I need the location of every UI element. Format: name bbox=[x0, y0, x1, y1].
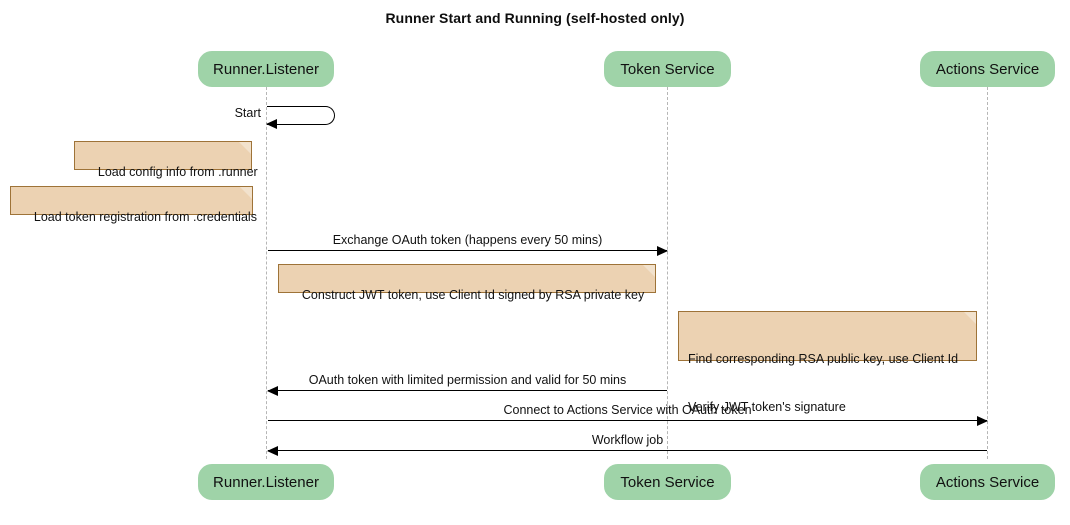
participant-runner-listener-top[interactable]: Runner.Listener bbox=[198, 51, 334, 87]
folded-corner-icon bbox=[964, 312, 976, 324]
message-workflow-job[interactable]: Workflow job bbox=[267, 429, 987, 456]
participant-label: Token Service bbox=[620, 60, 715, 78]
note-text: Load config info from .runner bbox=[97, 165, 258, 179]
self-message-start[interactable]: Start bbox=[235, 106, 335, 130]
arrow-head-icon bbox=[977, 416, 988, 426]
lifeline-token bbox=[667, 87, 668, 459]
participant-label: Token Service bbox=[620, 473, 715, 491]
note-text: Construct JWT token, use Client Id signe… bbox=[301, 288, 645, 302]
message-oauth-token-reply[interactable]: OAuth token with limited permission and … bbox=[267, 369, 667, 396]
message-label: OAuth token with limited permission and … bbox=[308, 373, 627, 387]
folded-corner-icon bbox=[240, 187, 252, 199]
participant-label: Actions Service bbox=[935, 60, 1040, 78]
note-construct-jwt-token: Construct JWT token, use Client Id signe… bbox=[278, 264, 656, 302]
message-line bbox=[268, 250, 667, 251]
note-load-config: Load config info from .runner bbox=[74, 141, 258, 179]
note-text-line-1: Find corresponding RSA public key, use C… bbox=[688, 352, 959, 366]
participant-actions-service-top[interactable]: Actions Service bbox=[920, 51, 1055, 87]
page-title: Runner Start and Running (self-hosted on… bbox=[385, 10, 685, 26]
arrow-head-icon bbox=[266, 119, 277, 129]
note-text: Load token registration from .credential… bbox=[33, 210, 257, 224]
participant-token-service-top[interactable]: Token Service bbox=[604, 51, 731, 87]
arrow-head-icon bbox=[267, 386, 278, 396]
message-line bbox=[268, 450, 987, 451]
message-label: Exchange OAuth token (happens every 50 m… bbox=[332, 233, 603, 247]
message-exchange-oauth-token[interactable]: Exchange OAuth token (happens every 50 m… bbox=[268, 229, 668, 256]
self-message-loop bbox=[267, 106, 335, 125]
arrow-head-icon bbox=[267, 446, 278, 456]
message-label: Workflow job bbox=[591, 433, 664, 447]
note-load-token-registration: Load token registration from .credential… bbox=[10, 186, 257, 224]
message-line bbox=[268, 420, 987, 421]
folded-corner-icon bbox=[239, 142, 251, 154]
message-line bbox=[268, 390, 667, 391]
participant-label: Runner.Listener bbox=[213, 60, 319, 78]
participant-label: Actions Service bbox=[935, 473, 1040, 491]
message-connect-actions-service[interactable]: Connect to Actions Service with OAuth to… bbox=[268, 399, 988, 426]
participant-token-service-bottom[interactable]: Token Service bbox=[604, 464, 731, 500]
participant-actions-service-bottom[interactable]: Actions Service bbox=[920, 464, 1055, 500]
arrow-head-icon bbox=[657, 246, 668, 256]
note-verify-jwt-signature: Find corresponding RSA public key, use C… bbox=[678, 311, 977, 414]
self-message-label: Start bbox=[234, 106, 261, 120]
message-label: Connect to Actions Service with OAuth to… bbox=[503, 403, 752, 417]
lifeline-actions bbox=[987, 87, 988, 459]
lifeline-runner bbox=[266, 87, 267, 459]
participant-runner-listener-bottom[interactable]: Runner.Listener bbox=[198, 464, 334, 500]
note-text-line-2: Verify JWT token's signature bbox=[688, 400, 846, 414]
participant-label: Runner.Listener bbox=[213, 473, 319, 491]
folded-corner-icon bbox=[643, 265, 655, 277]
